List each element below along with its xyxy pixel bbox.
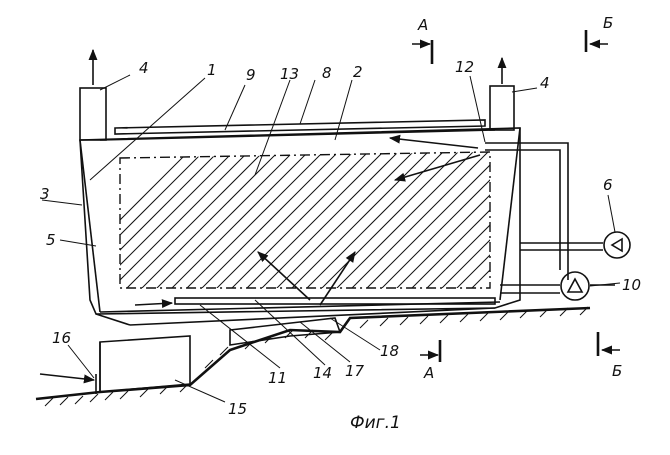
label-2: 2 [353, 63, 363, 81]
label-9: 9 [246, 66, 256, 84]
label-14: 14 [313, 364, 332, 382]
label-4-right: 4 [540, 74, 550, 92]
leader-lines [41, 74, 621, 403]
section-b-bottom: Б [596, 332, 622, 380]
section-b-top: Б [584, 14, 613, 52]
label-13: 13 [280, 65, 299, 83]
section-a-bottom-label: А [423, 364, 434, 382]
bottom-pipe [134, 297, 496, 309]
label-1: 1 [207, 61, 217, 79]
label-6: 6 [603, 176, 613, 194]
piping-system [485, 142, 615, 294]
section-b-top-label: Б [603, 14, 613, 32]
hatched-chamber [119, 151, 491, 289]
label-3: 3 [40, 185, 50, 203]
figure-caption: Фиг.1 [350, 413, 401, 433]
label-4-left: 4 [139, 59, 149, 77]
exhaust-pipe-right [489, 56, 515, 131]
label-10: 10 [622, 276, 641, 294]
label-17: 17 [345, 362, 365, 380]
label-11: 11 [268, 369, 287, 387]
label-5: 5 [46, 231, 56, 249]
fan-6-icon [603, 231, 631, 259]
top-plates [99, 119, 496, 141]
label-8: 8 [322, 64, 332, 82]
label-16: 16 [52, 329, 71, 347]
label-18: 18 [380, 342, 399, 360]
section-b-bottom-label: Б [612, 362, 622, 380]
section-a-top-label: А [417, 16, 428, 34]
label-15: 15 [228, 400, 247, 418]
label-12: 12 [455, 58, 474, 76]
section-a-bottom: А [420, 340, 442, 382]
fan-10-icon [560, 271, 590, 301]
flow-arrows [257, 134, 481, 306]
section-a-top: А [412, 16, 434, 64]
box-15 [39, 335, 191, 394]
exhaust-pipe-left [79, 48, 107, 141]
